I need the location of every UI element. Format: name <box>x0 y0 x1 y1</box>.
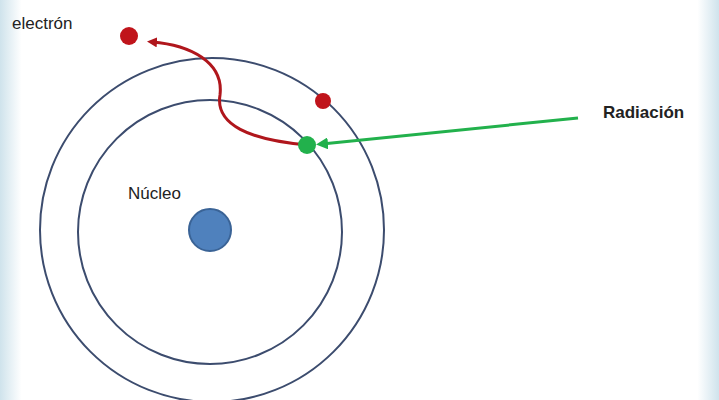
orbit-electron <box>315 93 331 109</box>
struck-electron <box>298 136 316 154</box>
outer-orbit <box>40 58 384 400</box>
radiation-arrow <box>322 118 578 144</box>
ejected-electron <box>120 27 138 45</box>
inner-orbit <box>78 100 342 364</box>
nucleus-label: Núcleo <box>128 184 181 204</box>
nucleus <box>189 209 231 251</box>
electron-label: electrón <box>12 14 72 34</box>
ejection-path <box>152 42 307 145</box>
radiation-label: Radiación <box>603 103 684 123</box>
